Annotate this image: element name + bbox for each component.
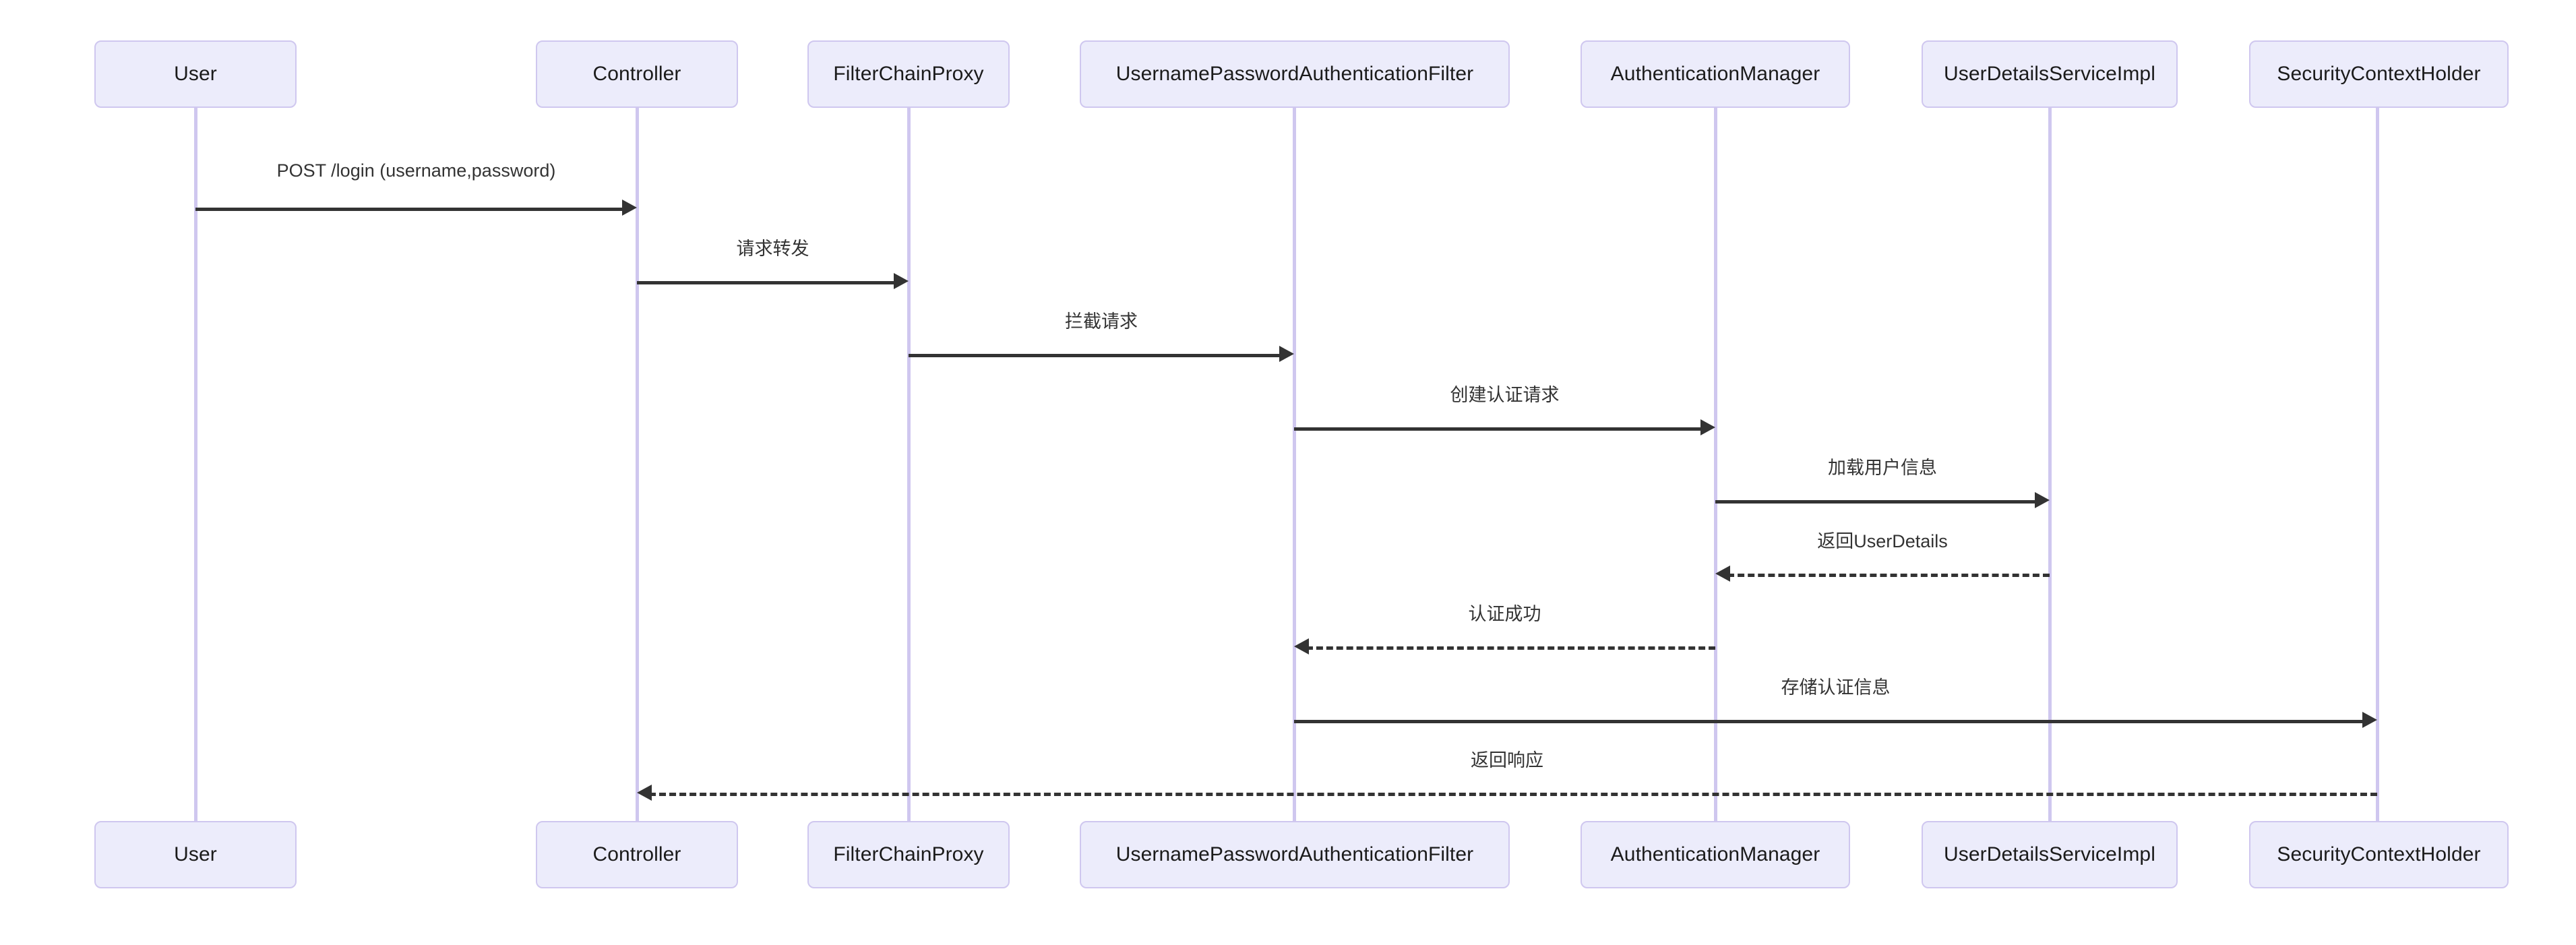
- participant-header-proxy[interactable]: FilterChainProxy: [807, 40, 1010, 108]
- participant-label: FilterChainProxy: [833, 843, 984, 865]
- participant-footer-authmgr[interactable]: AuthenticationManager: [1581, 821, 1850, 888]
- message-label-m4: 创建认证请求: [1450, 385, 1560, 405]
- message-arrowhead: [1715, 566, 1730, 582]
- lifeline-schold: [2376, 108, 2379, 821]
- message-line: [1294, 720, 2365, 723]
- participant-header-uds[interactable]: UserDetailsServiceImpl: [1922, 40, 2178, 108]
- message-arrowhead: [1279, 346, 1294, 362]
- message-label-m7: 认证成功: [1468, 604, 1541, 624]
- message-line: [649, 793, 2377, 796]
- message-label-m9: 返回响应: [1471, 750, 1543, 770]
- message-label-m1: POST /login (username,password): [276, 160, 556, 181]
- participant-label: FilterChainProxy: [833, 62, 984, 85]
- message-arrowhead: [1700, 419, 1715, 435]
- participant-label: Controller: [592, 843, 681, 865]
- participant-footer-proxy[interactable]: FilterChainProxy: [807, 821, 1010, 888]
- participant-label: AuthenticationManager: [1610, 843, 1820, 865]
- participant-header-user[interactable]: User: [94, 40, 297, 108]
- participant-header-authmgr[interactable]: AuthenticationManager: [1581, 40, 1850, 108]
- participant-label: SecurityContextHolder: [2277, 843, 2481, 865]
- participant-label: User: [174, 62, 217, 85]
- participant-label: SecurityContextHolder: [2277, 62, 2481, 85]
- participant-label: UsernamePasswordAuthenticationFilter: [1115, 843, 1474, 865]
- message-line: [1715, 500, 2037, 504]
- lifeline-user: [194, 108, 197, 821]
- lifeline-authmgr: [1714, 108, 1717, 821]
- participant-label: UserDetailsServiceImpl: [1944, 62, 2155, 85]
- participant-footer-controller[interactable]: Controller: [536, 821, 738, 888]
- participant-label: UserDetailsServiceImpl: [1944, 843, 2155, 865]
- message-label-m5: 加载用户信息: [1828, 458, 1937, 478]
- message-arrowhead: [637, 785, 652, 801]
- participant-footer-upafilter[interactable]: UsernamePasswordAuthenticationFilter: [1080, 821, 1510, 888]
- message-arrowhead: [1294, 638, 1309, 654]
- message-line: [1294, 427, 1703, 431]
- participant-header-controller[interactable]: Controller: [536, 40, 738, 108]
- lifeline-uds: [2048, 108, 2052, 821]
- message-line: [909, 354, 1282, 357]
- message-line: [195, 208, 625, 211]
- message-line: [637, 281, 896, 284]
- message-label-m8: 存储认证信息: [1781, 677, 1891, 698]
- participant-label: UsernamePasswordAuthenticationFilter: [1115, 62, 1474, 85]
- participant-header-upafilter[interactable]: UsernamePasswordAuthenticationFilter: [1080, 40, 1510, 108]
- message-label-m3: 拦截请求: [1065, 311, 1138, 332]
- message-line: [1727, 574, 2050, 577]
- participant-footer-uds[interactable]: UserDetailsServiceImpl: [1922, 821, 2178, 888]
- participant-header-schold[interactable]: SecurityContextHolder: [2249, 40, 2509, 108]
- participant-label: AuthenticationManager: [1610, 62, 1820, 85]
- message-arrowhead: [894, 273, 909, 289]
- participant-label: Controller: [592, 62, 681, 85]
- lifeline-upafilter: [1293, 108, 1296, 821]
- message-line: [1306, 646, 1715, 650]
- message-arrowhead: [622, 200, 637, 216]
- lifeline-controller: [636, 108, 639, 821]
- participant-footer-schold[interactable]: SecurityContextHolder: [2249, 821, 2509, 888]
- message-arrowhead: [2362, 712, 2377, 728]
- message-label-m2: 请求转发: [736, 239, 809, 259]
- participant-label: User: [174, 843, 217, 865]
- message-arrowhead: [2035, 492, 2050, 508]
- message-label-m6: 返回UserDetails: [1817, 531, 1948, 551]
- lifeline-proxy: [907, 108, 911, 821]
- participant-footer-user[interactable]: User: [94, 821, 297, 888]
